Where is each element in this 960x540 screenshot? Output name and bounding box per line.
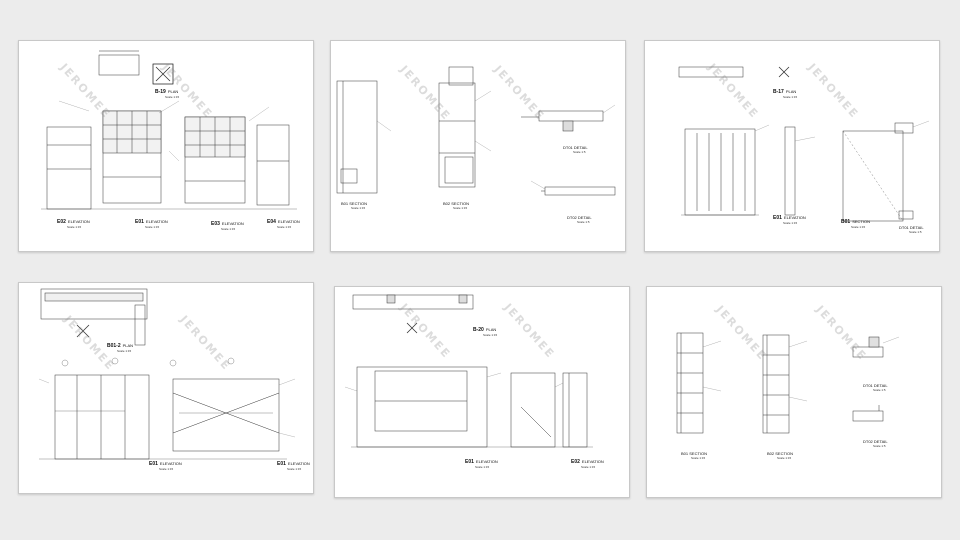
shelving-drawing — [678, 66, 930, 222]
reception-drawing — [344, 294, 593, 448]
wardrobe-drawing — [38, 288, 296, 460]
section-details-drawing — [676, 332, 900, 434]
sections-drawing — [336, 66, 616, 196]
elevations-drawing — [41, 50, 297, 210]
